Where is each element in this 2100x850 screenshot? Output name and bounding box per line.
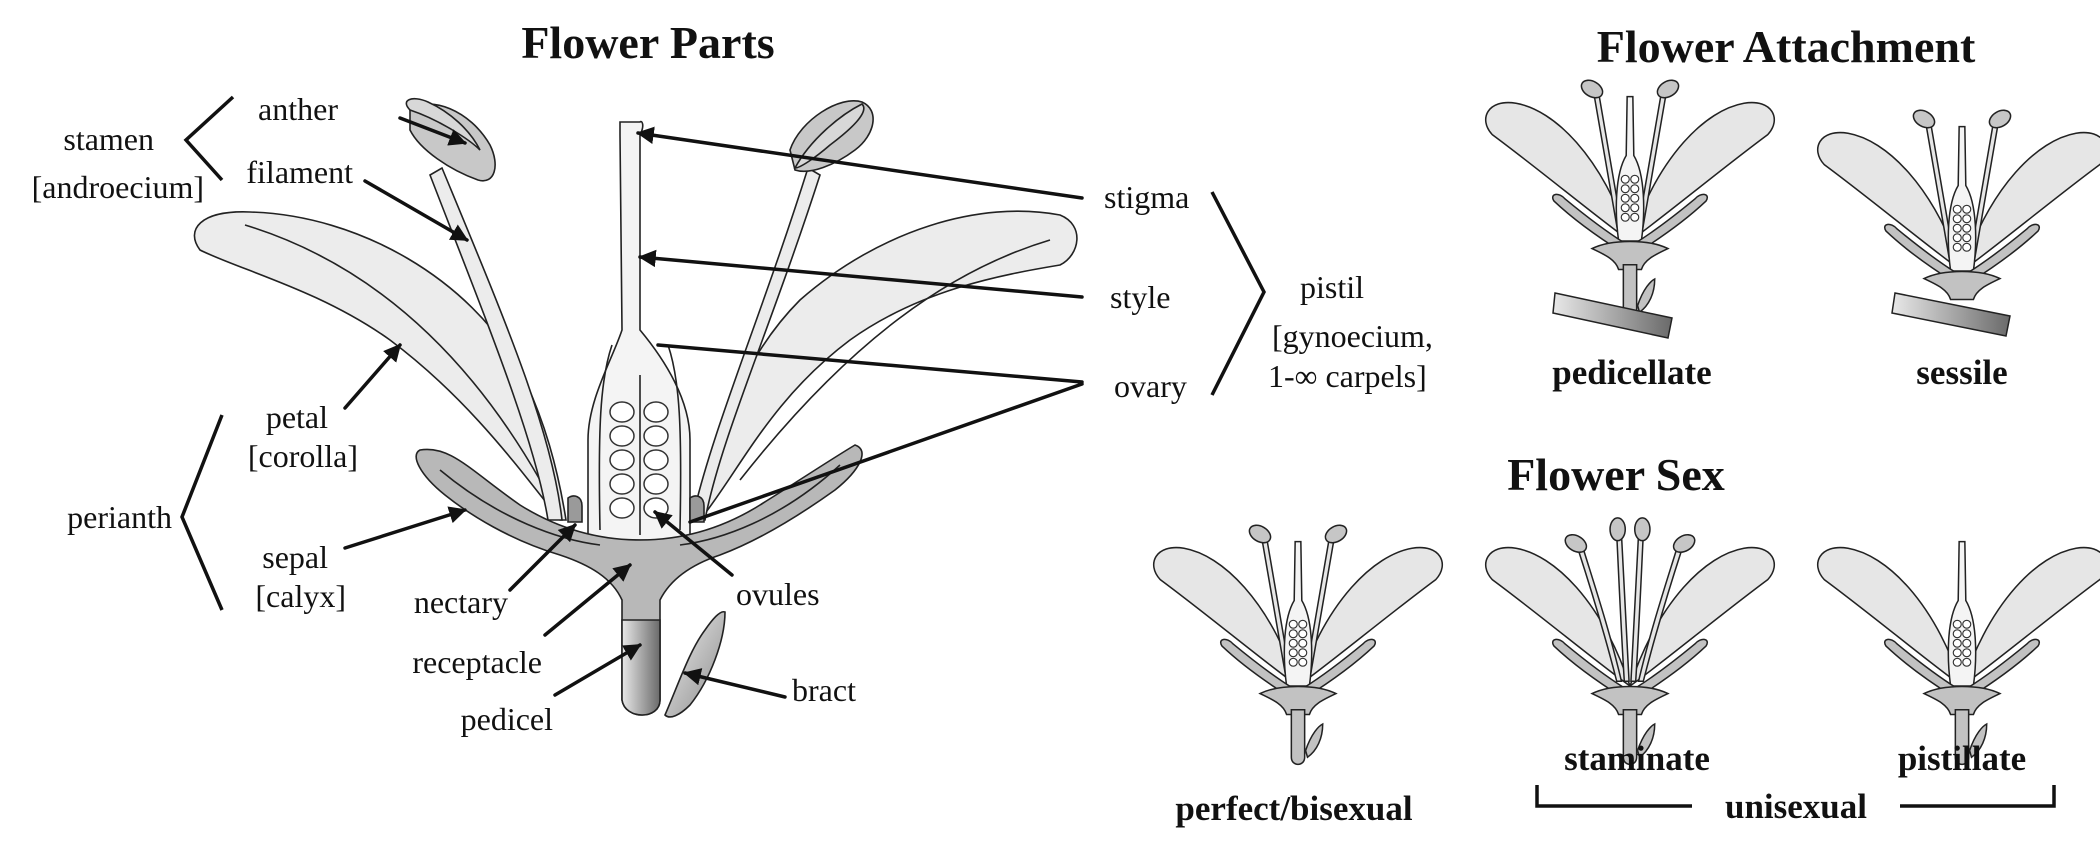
caption-perfect: perfect/bisexual	[1175, 789, 1412, 828]
label-calyx: [calyx]	[255, 578, 346, 614]
heading-flower-attachment: Flower Attachment	[1597, 21, 1976, 72]
main-flower	[193, 98, 1078, 718]
right-petal	[693, 210, 1078, 521]
sessile-flower	[1816, 105, 2100, 301]
perfect-flower	[1152, 520, 1444, 766]
unisexual-bracket-left	[1535, 785, 1692, 808]
caption-pedicellate: pedicellate	[1552, 353, 1711, 392]
stamen-bracket	[183, 95, 235, 182]
caption-pistillate: pistillate	[1898, 739, 2026, 778]
label-anther: anther	[258, 91, 338, 127]
label-corolla: [corolla]	[248, 438, 358, 474]
label-style: style	[1110, 279, 1170, 315]
bract	[664, 610, 726, 718]
ovules-group	[609, 401, 669, 519]
pistillate-flower	[1816, 540, 2100, 766]
label-petal: petal	[266, 399, 328, 435]
caption-staminate: staminate	[1564, 739, 1710, 778]
unisexual-bracket-right	[1900, 785, 2056, 808]
sessile-branch	[1891, 292, 2011, 337]
label-ovules: ovules	[736, 576, 820, 612]
label-pedicel: pedicel	[461, 701, 554, 737]
left-anther	[409, 103, 496, 182]
label-perianth: perianth	[67, 499, 172, 535]
label-ovary: ovary	[1114, 368, 1187, 404]
right-nectary	[689, 495, 705, 523]
label-carpels: 1-∞ carpels]	[1268, 358, 1427, 394]
perianth-bracket	[180, 414, 224, 611]
pedicellate-flower	[1484, 75, 1776, 321]
caption-unisexual: unisexual	[1725, 787, 1867, 826]
label-androecium: [androecium]	[32, 169, 204, 205]
label-filament: filament	[246, 154, 353, 190]
label-gynoecium: [gynoecium,	[1272, 318, 1433, 354]
label-pistil: pistil	[1300, 269, 1364, 305]
label-bract: bract	[792, 672, 856, 708]
label-stamen: stamen	[63, 121, 154, 157]
label-receptacle: receptacle	[412, 644, 542, 680]
heading-flower-sex: Flower Sex	[1507, 449, 1725, 500]
pointer-lines	[343, 116, 1084, 699]
caption-sessile: sessile	[1916, 353, 2007, 392]
receptacle-and-sepals	[415, 444, 863, 716]
label-sepal: sepal	[262, 539, 328, 575]
pistil-bracket	[1210, 191, 1266, 396]
left-filament	[429, 166, 563, 521]
label-nectary: nectary	[414, 584, 508, 620]
staminate-flower	[1484, 517, 1776, 766]
pistil	[587, 120, 691, 541]
heading-flower-parts: Flower Parts	[521, 17, 774, 68]
pedicellate-branch	[1552, 292, 1673, 339]
left-nectary	[567, 495, 583, 523]
label-stigma: stigma	[1104, 179, 1189, 215]
